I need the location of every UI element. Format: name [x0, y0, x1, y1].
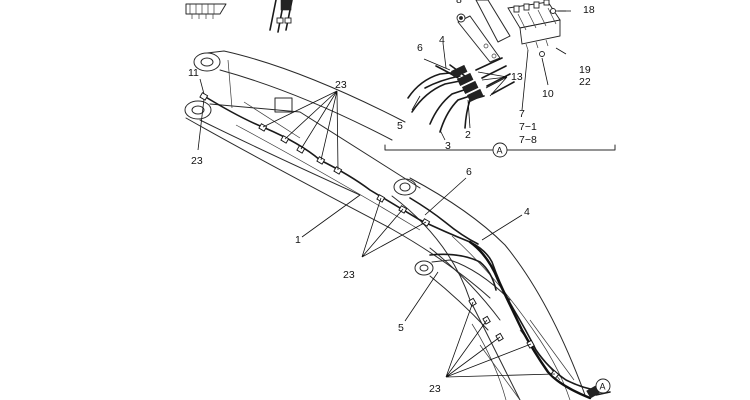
callout-a-main-label: A — [600, 382, 606, 392]
label-6-main: 6 — [466, 166, 472, 178]
label-10: 10 — [542, 88, 554, 100]
label-5-main: 5 — [398, 322, 404, 334]
label-19: 19 — [579, 64, 591, 76]
label-7-1: 7−1 — [519, 121, 537, 133]
label-7: 7 — [519, 108, 525, 120]
inset-detail-a — [384, 0, 616, 158]
leader-lines-main — [197, 78, 556, 378]
thumbnail-connector-block — [185, 3, 227, 19]
hose-route-main — [199, 92, 611, 400]
label-3: 3 — [445, 140, 451, 152]
label-7-8: 7−8 — [519, 134, 537, 146]
label-22: 22 — [579, 76, 591, 88]
label-13: 13 — [511, 71, 523, 83]
label-1: 1 — [295, 234, 301, 246]
label-23-left: 23 — [191, 155, 203, 167]
label-4-main: 4 — [524, 206, 530, 218]
thumbnail-hose-fittings — [269, 0, 293, 33]
boom-structure — [184, 50, 586, 400]
part-labels: 11 23 23 6 4 1 23 5 23 A A 8 18 19 22 13… — [188, 0, 611, 395]
callout-a-main: A — [595, 378, 611, 394]
label-11: 11 — [188, 67, 199, 79]
label-18: 18 — [583, 4, 595, 16]
label-8-partial: 8 — [456, 0, 462, 6]
callout-a-inset-label: A — [497, 146, 503, 156]
label-23-bottom: 23 — [429, 383, 441, 395]
label-6-inset: 6 — [417, 42, 423, 54]
label-23-top: 23 — [335, 79, 347, 91]
label-2: 2 — [465, 129, 471, 141]
label-5-inset: 5 — [397, 120, 403, 132]
label-23-mid: 23 — [343, 269, 355, 281]
label-4-inset: 4 — [439, 34, 445, 46]
